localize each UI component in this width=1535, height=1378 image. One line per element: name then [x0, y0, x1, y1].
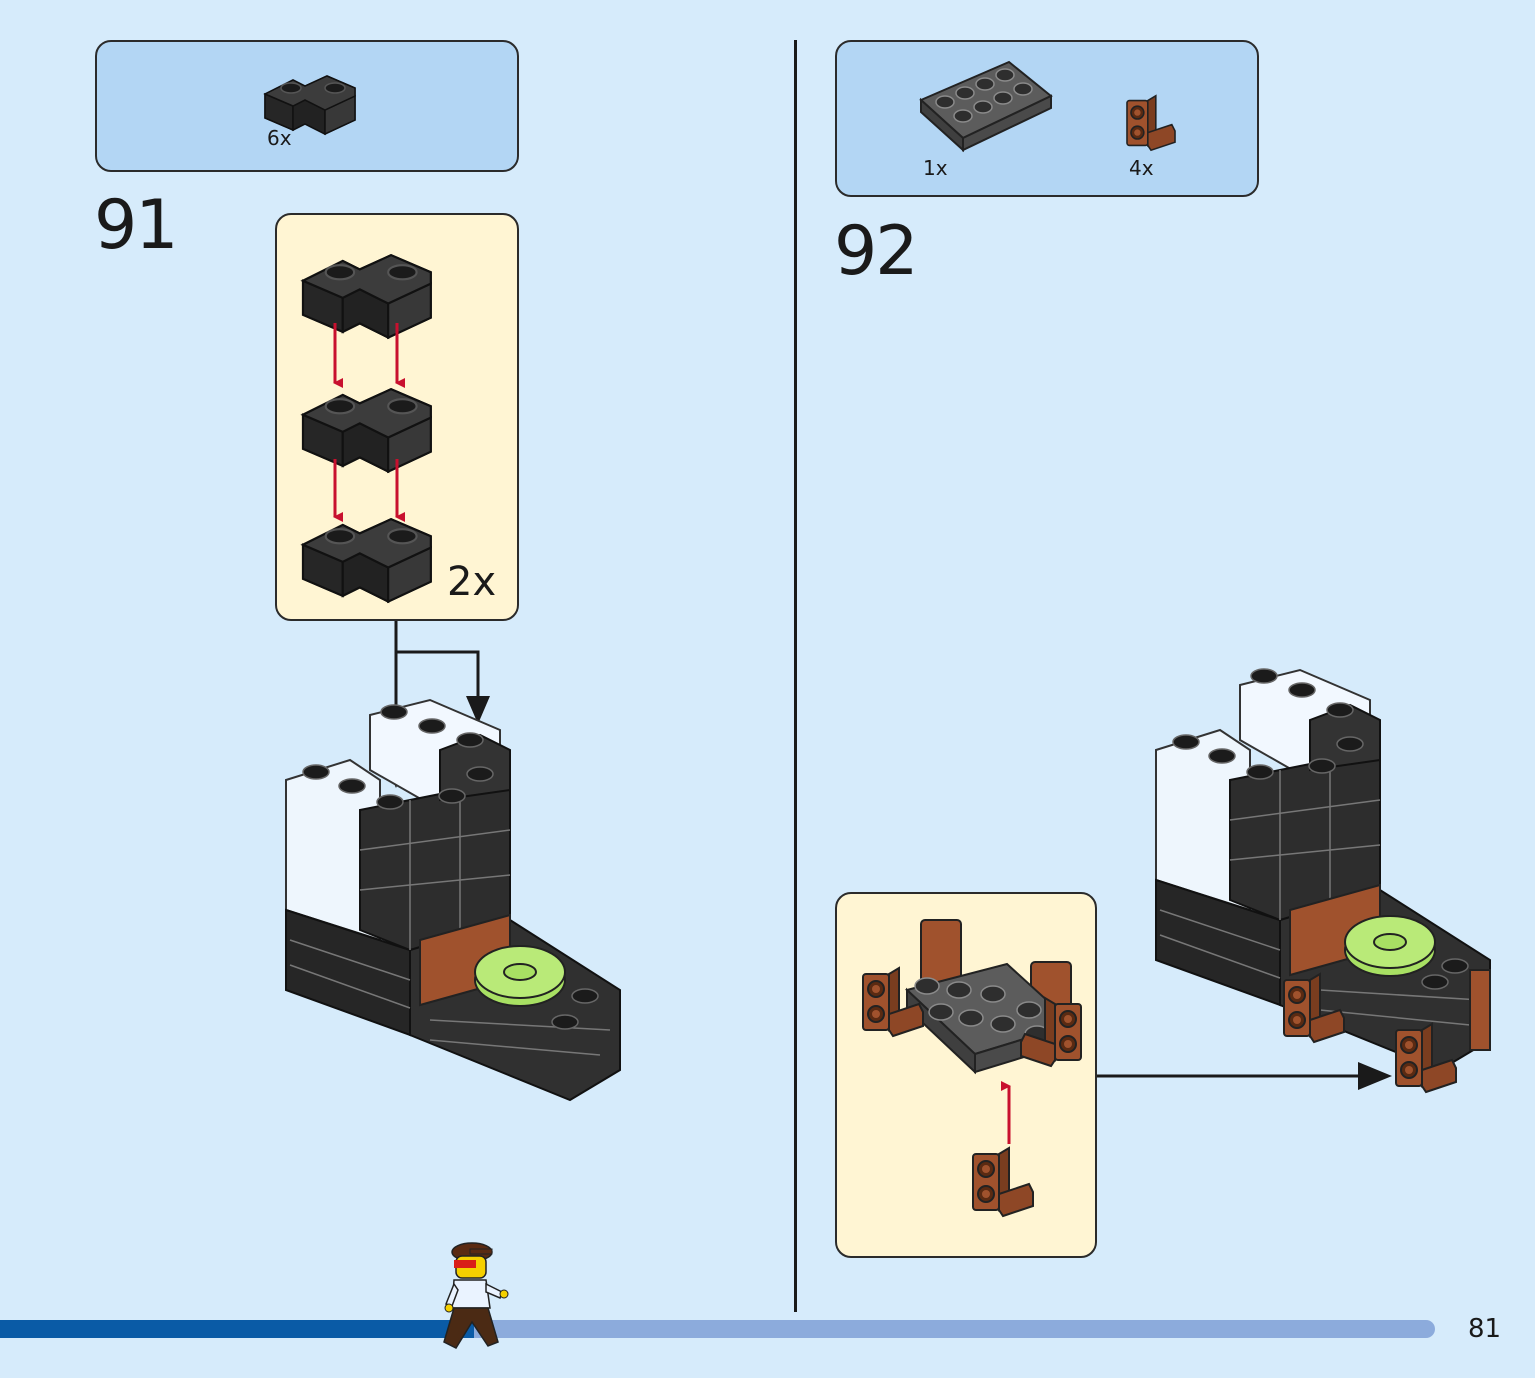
model-step-92 [1155, 668, 1491, 1093]
subassembly-callout-step-91: 2x [275, 213, 519, 621]
subassembly-diagram [862, 919, 1082, 1217]
part-qty-corner-brick: 6x [267, 126, 292, 150]
page-number: 81 [1468, 1314, 1502, 1344]
step-number-92: 92 [834, 212, 919, 291]
subassembly-callout-step-92 [835, 892, 1097, 1258]
part-qty-brown-bracket: 4x [1129, 156, 1154, 180]
parts-callout-step-92: 1x 4x [835, 40, 1259, 197]
subassembly-diagram [301, 254, 432, 603]
subassembly-multiplier: 2x [447, 559, 497, 605]
dark-gray-plate-icon [919, 60, 1053, 153]
part-qty-dark-gray-plate: 1x [923, 156, 948, 180]
progress-fill [0, 1320, 474, 1338]
step-number-91: 91 [94, 186, 179, 265]
parts-callout-step-91: 6x [95, 40, 519, 172]
page-divider [794, 40, 797, 1312]
minifigure-icon [443, 1242, 509, 1349]
model-step-91 [285, 698, 621, 1102]
